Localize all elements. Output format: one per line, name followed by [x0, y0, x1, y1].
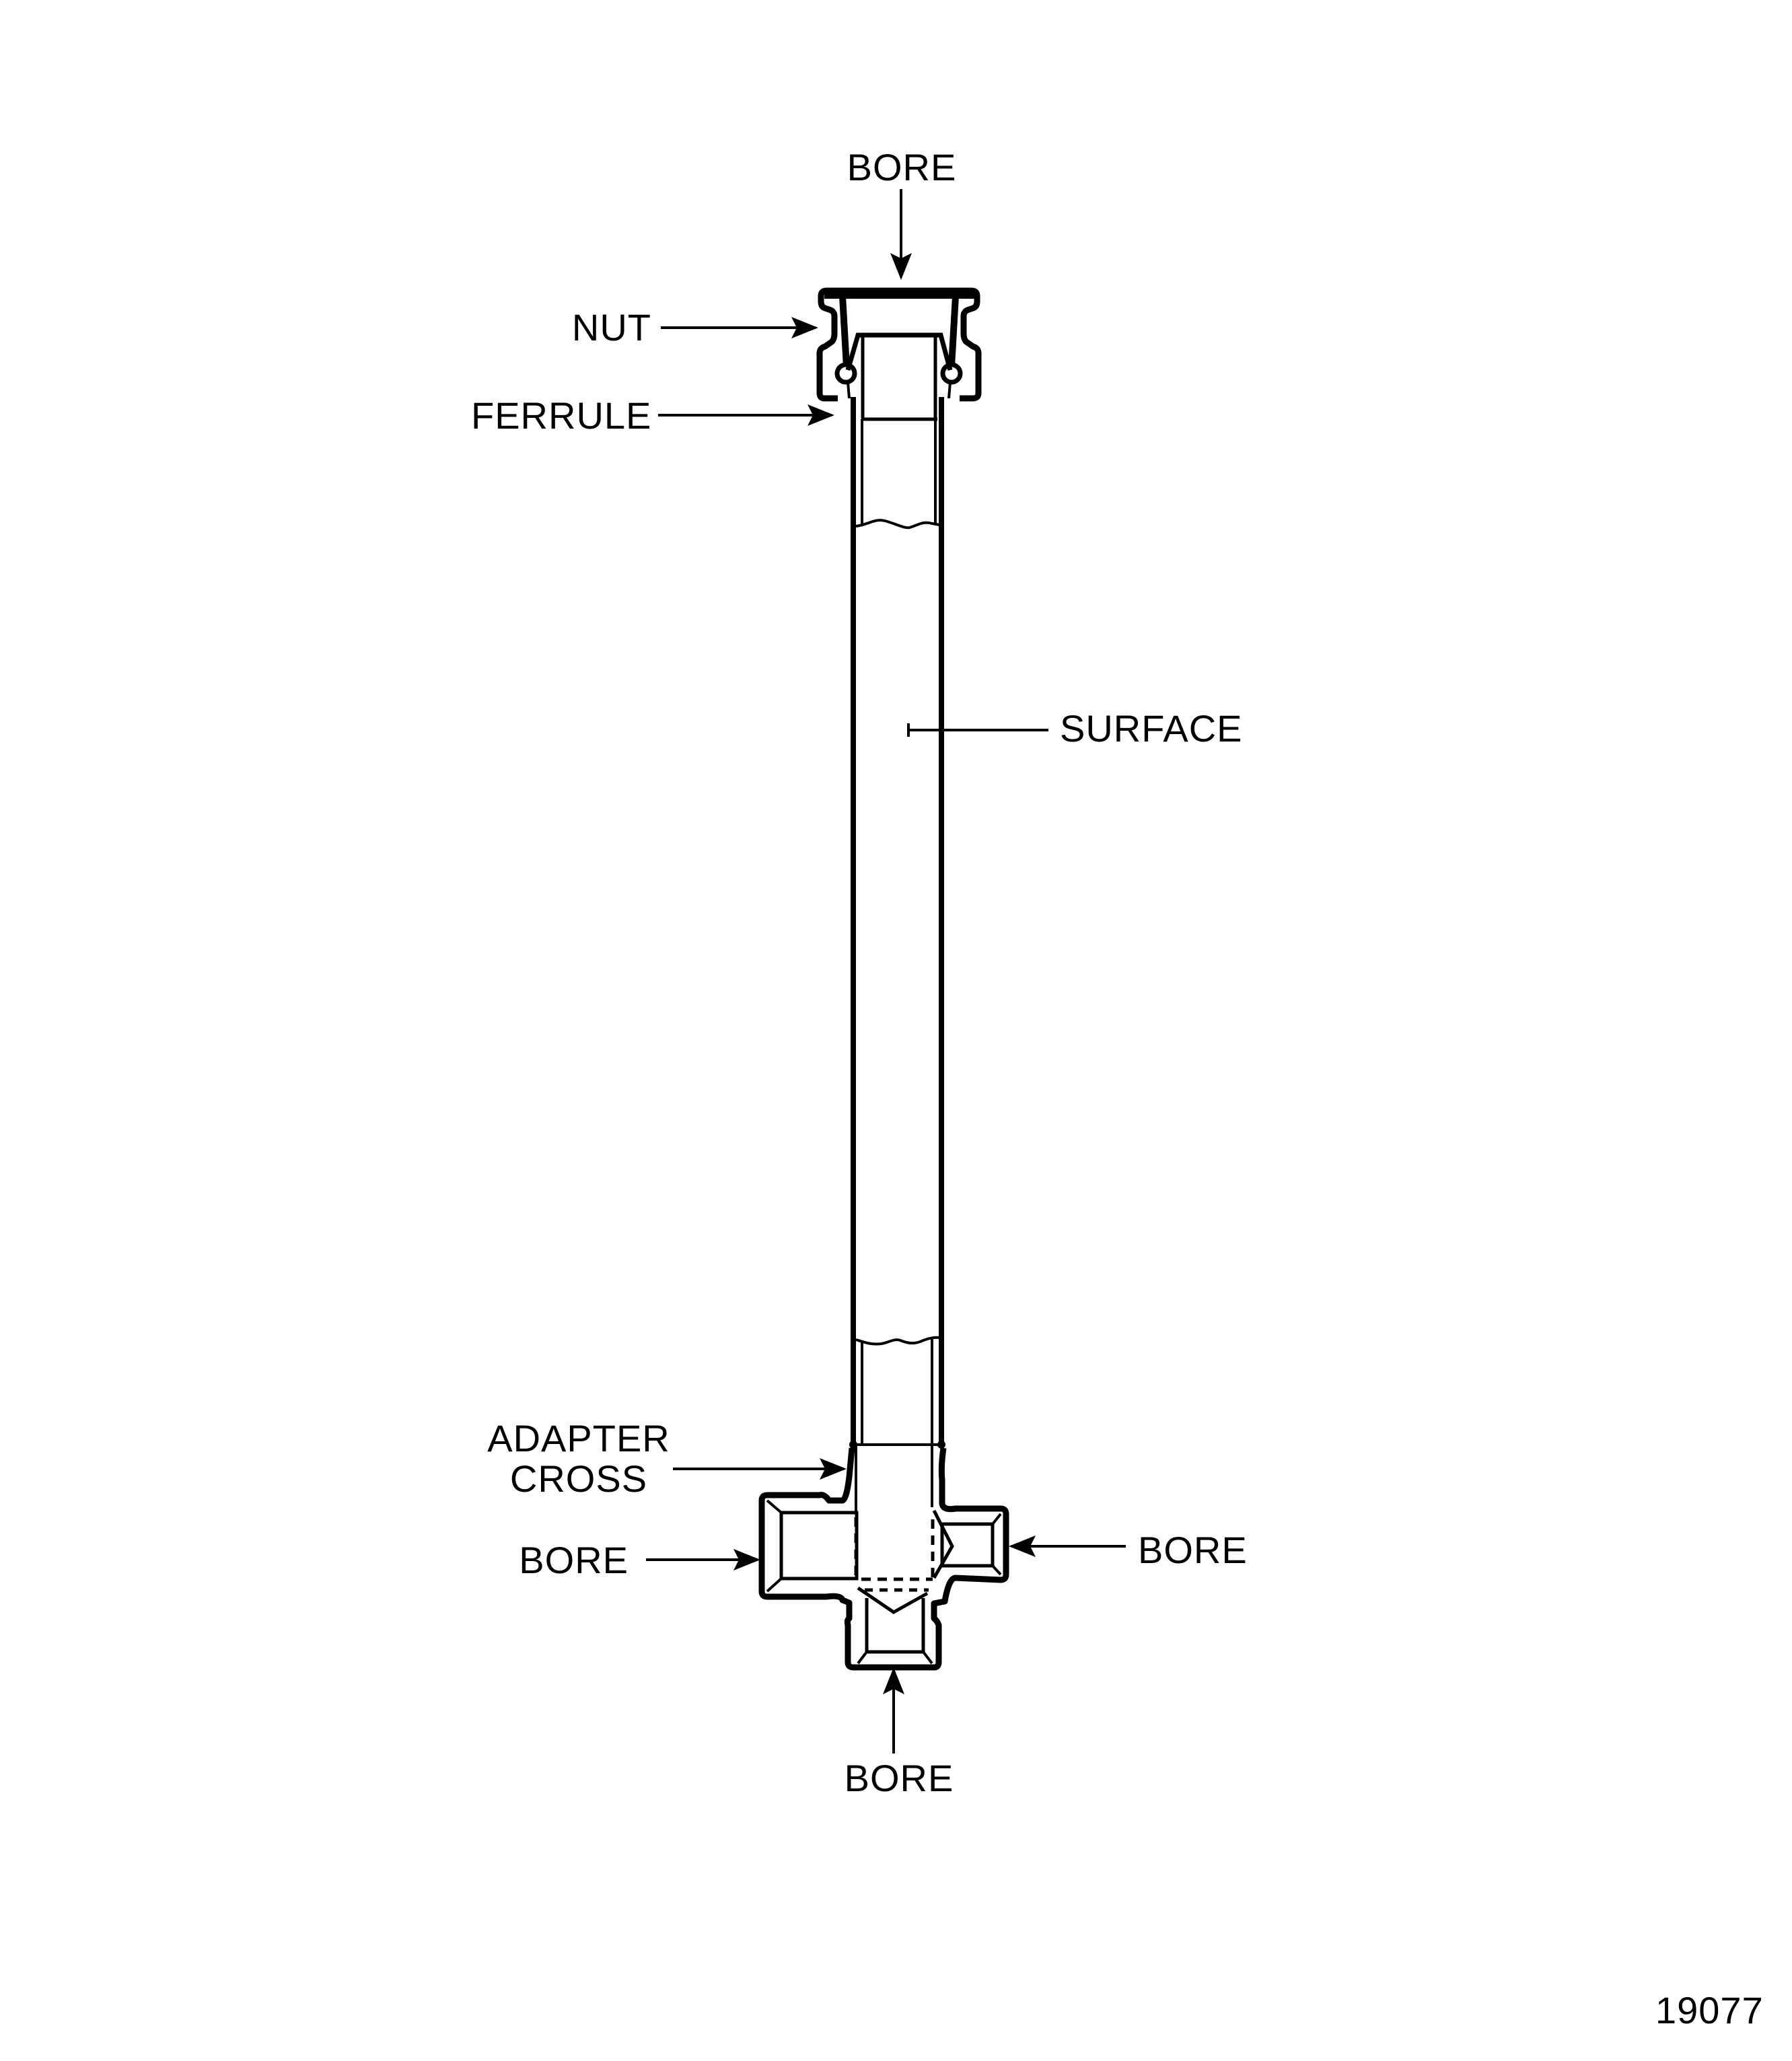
- label-adapter-cross-line2: CROSS: [509, 1457, 648, 1500]
- label-bottom-bore: BORE: [844, 1757, 954, 1799]
- label-ferrule: FERRULE: [471, 394, 652, 437]
- hose-tube: [849, 397, 945, 1449]
- label-top-bore: BORE: [847, 146, 957, 188]
- label-adapter-cross-line1: ADAPTER: [487, 1417, 670, 1459]
- figure-number: 19077: [1655, 1989, 1764, 2031]
- label-left-bore: BORE: [519, 1539, 629, 1581]
- adapter-cross: [758, 1445, 1009, 1671]
- label-right-bore: BORE: [1138, 1529, 1248, 1571]
- label-nut: NUT: [571, 306, 651, 349]
- nut-fitting: [816, 287, 982, 421]
- leader-arrows: [646, 189, 1126, 1753]
- label-surface: SURFACE: [1060, 707, 1243, 750]
